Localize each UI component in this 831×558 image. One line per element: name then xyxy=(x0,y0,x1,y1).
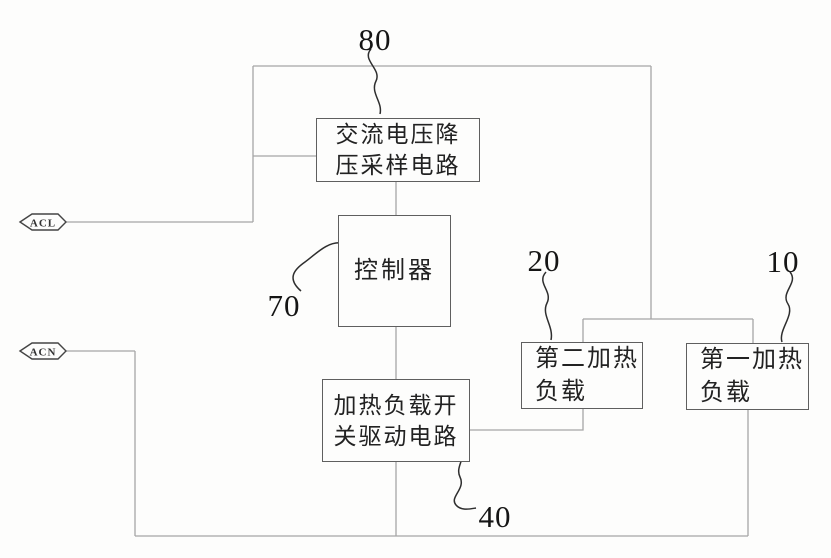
block-second-heating-load: 第二加热 负载 xyxy=(521,342,643,409)
ref-number-20: 20 xyxy=(527,243,561,278)
block-text-line: 控制器 xyxy=(354,257,435,284)
block-text-line: 压采样电路 xyxy=(335,153,461,178)
block-text-line: 交流电压降 xyxy=(335,122,461,147)
wires xyxy=(64,65,754,537)
acn-label: ACN xyxy=(30,347,57,359)
ref-number-80: 80 xyxy=(358,22,392,57)
ref-number-40: 40 xyxy=(478,499,512,534)
block-text-line: 负载 xyxy=(535,378,587,405)
terminal-acn: ACN xyxy=(18,342,67,360)
block-text-line: 关驱动电路 xyxy=(333,423,459,449)
block-first-heating-load: 第一加热 负载 xyxy=(686,343,809,410)
leader-80 xyxy=(367,48,382,115)
block-ac-voltage-sampling-circuit: 交流电压降 压采样电路 xyxy=(316,118,480,182)
block-controller: 控制器 xyxy=(338,215,451,327)
wire-driver-to-load2 xyxy=(470,409,584,431)
terminal-acl: ACL xyxy=(18,213,67,231)
block-heating-load-switch-driver-circuit: 加热负载开 关驱动电路 xyxy=(322,379,470,462)
block-text-line: 第一加热 xyxy=(700,346,804,373)
acn-tag-shape xyxy=(18,342,67,360)
leader-20 xyxy=(542,271,553,341)
ref-number-70: 70 xyxy=(267,288,301,323)
acl-label: ACL xyxy=(30,218,56,230)
ref-number-10: 10 xyxy=(766,244,800,279)
leader-70 xyxy=(292,242,343,292)
acl-tag-shape xyxy=(18,213,67,231)
block-text-line: 负载 xyxy=(700,379,752,406)
block-text-line: 加热负载开 xyxy=(333,392,459,418)
leader-10 xyxy=(780,271,794,343)
block-text-line: 第二加热 xyxy=(535,345,639,372)
